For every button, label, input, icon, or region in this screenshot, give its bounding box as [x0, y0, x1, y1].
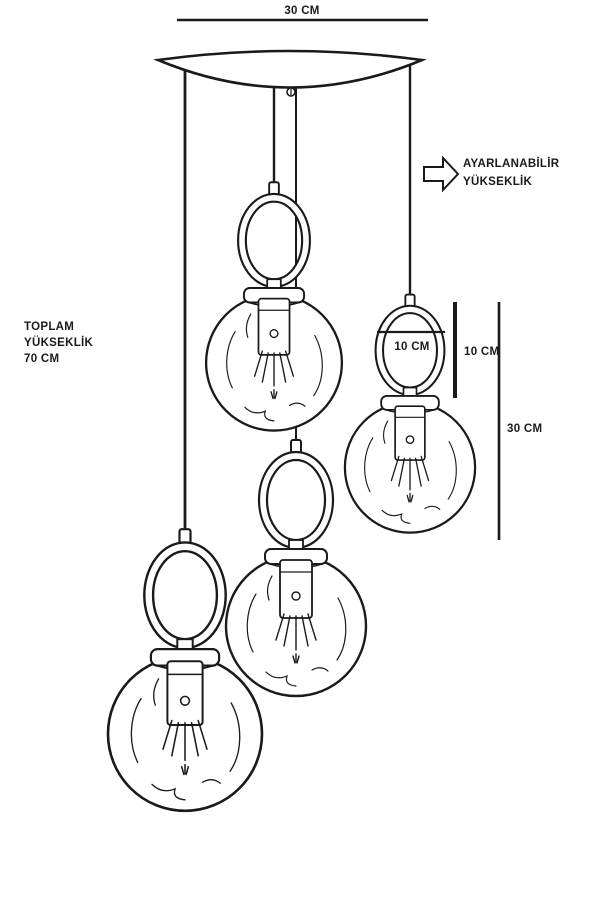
- adjustable-height-label-line2: YÜKSEKLİK: [463, 175, 533, 188]
- ring-height-label: 10 CM: [464, 346, 499, 358]
- adjustable-height-arrow-icon: [423, 155, 460, 193]
- ceiling-canopy: [153, 49, 427, 89]
- ring-diameter-label: 10 CM: [394, 341, 429, 353]
- pendant-height-label: 30 CM: [507, 423, 542, 435]
- canopy-width-label: 30 CM: [284, 5, 319, 17]
- total-height-label-line2: YÜKSEKLİK: [24, 336, 94, 349]
- pendant-unit-1: [204, 181, 344, 432]
- total-height-label-line3: 70 CM: [24, 353, 59, 365]
- pendant-unit-4: [106, 527, 264, 813]
- total-height-label-line1: TOPLAM: [24, 321, 74, 333]
- adjustable-height-label-line1: AYARLANABİLİR: [463, 157, 560, 170]
